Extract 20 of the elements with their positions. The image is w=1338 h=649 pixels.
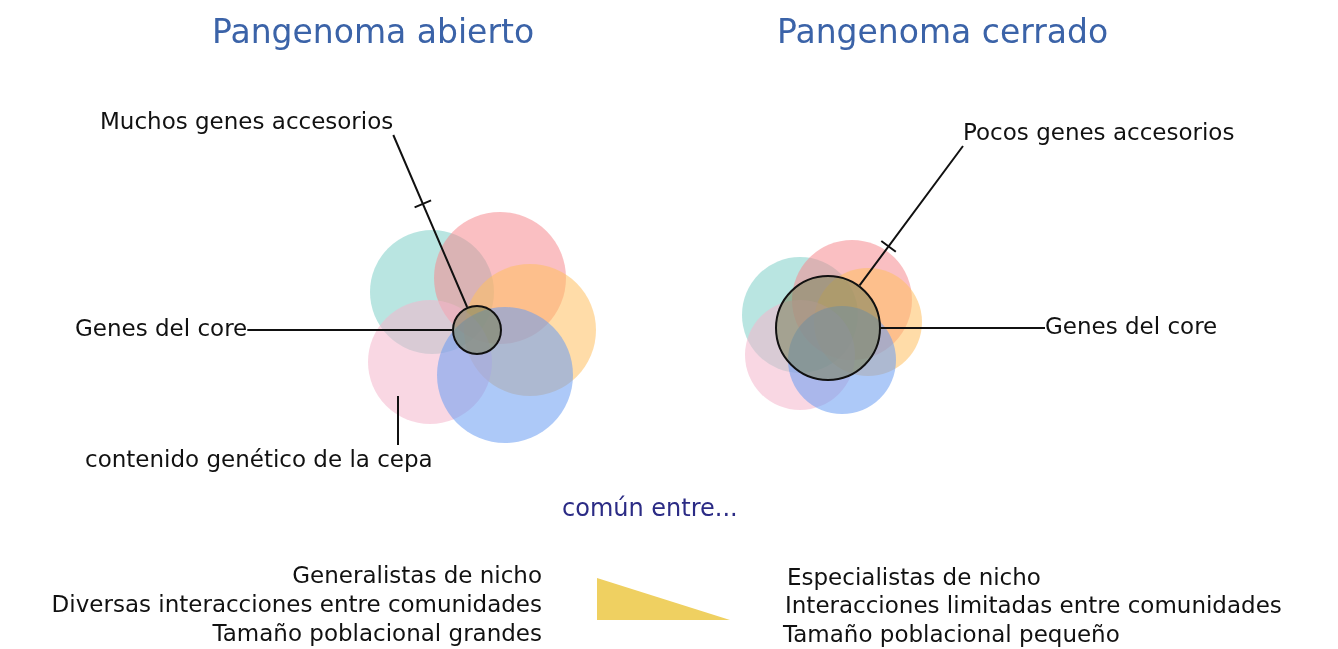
subheading: común entre... xyxy=(562,494,738,523)
callout-text: Genes del core xyxy=(75,314,248,342)
trait-text: Interacciones limitadas entre comunidades xyxy=(785,592,1282,620)
core-circle xyxy=(452,305,502,355)
leader-line xyxy=(392,134,469,308)
leader-line xyxy=(880,327,1046,329)
trait-text: Especialistas de nicho xyxy=(787,564,1041,592)
trait-text: Diversas interacciones entre comunidades xyxy=(51,591,542,619)
callout-text: Pocos genes accesorios xyxy=(963,118,1235,146)
leader-line xyxy=(858,145,964,287)
trait-text: Tamaño poblacional grandes xyxy=(212,620,542,648)
leader-line xyxy=(246,329,453,331)
trait-text: Generalistas de nicho xyxy=(292,562,542,590)
callout-text: Muchos genes accesorios xyxy=(100,107,394,135)
callout-text: contenido genético de la cepa xyxy=(85,445,433,473)
callout-text: Genes del core xyxy=(1045,312,1218,340)
leader-line xyxy=(397,395,399,446)
heading: Pangenoma abierto xyxy=(212,12,535,52)
heading: Pangenoma cerrado xyxy=(777,12,1109,52)
trait-text: Tamaño poblacional pequeño xyxy=(783,621,1120,649)
